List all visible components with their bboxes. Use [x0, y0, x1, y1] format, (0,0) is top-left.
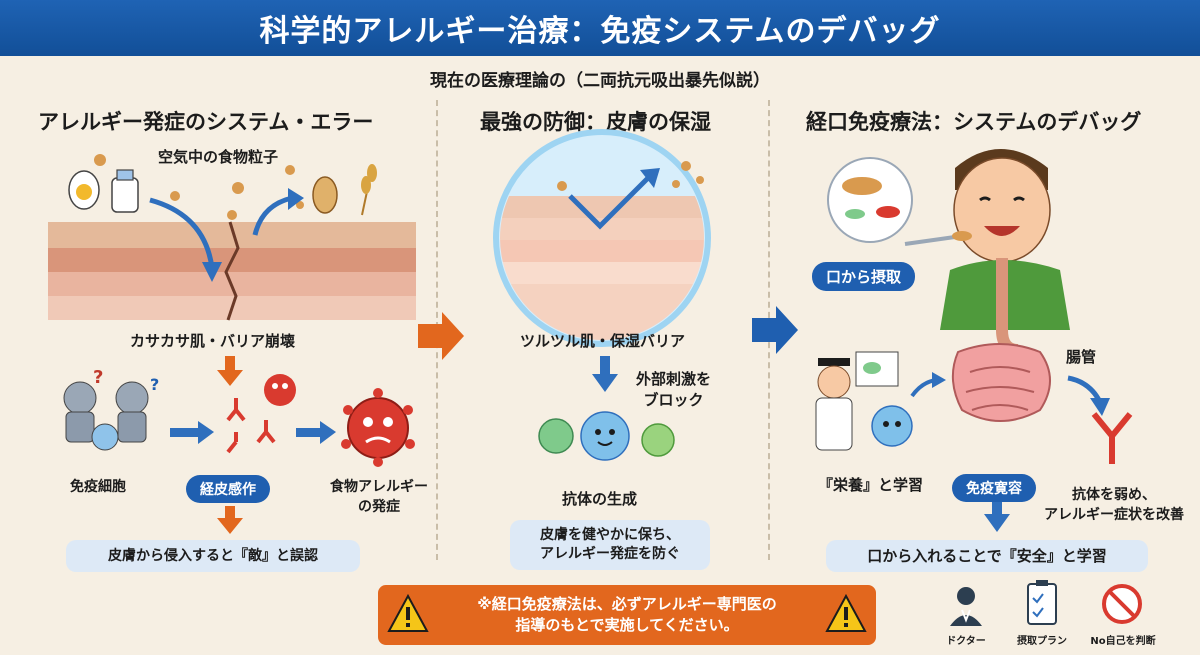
blue-arrow-2 [296, 421, 336, 444]
warning-banner: ※経口免疫療法は、必ずアレルギー専門医の 指導のもとで実施してください。 [378, 585, 876, 645]
arrow-out-of-skin [252, 195, 293, 236]
blue-arrow-1 [170, 421, 214, 444]
weakened-antibody-icon [1091, 412, 1133, 464]
repelled-particles [557, 161, 704, 191]
angry-virus-icon [341, 388, 415, 467]
peanut-icon [312, 176, 338, 214]
subtitle: 現在の医療理論の（二両抗元吸出暴先似説） [430, 71, 770, 91]
misrecognition-box: 皮膚から侵入すると『敵』と誤認 [66, 540, 360, 572]
no-self-judgment-icon [1102, 584, 1142, 624]
safe-learning-box: 口から入れることで『安全』と学習 [826, 540, 1148, 572]
small-virus-icon [264, 374, 296, 406]
intake-plan-label: 摂取プラン [1017, 636, 1067, 647]
chart-board-icon [855, 351, 899, 387]
immune-tolerance-pill: 免疫寛容 [952, 474, 1036, 502]
svg-text:?: ? [150, 375, 159, 394]
teacher-icon [815, 358, 853, 451]
orange-down-arrow-2 [217, 506, 243, 534]
milk-bottle-icon [111, 169, 139, 213]
antibody-cells-icon [538, 411, 675, 461]
intestine-icon [951, 343, 1051, 422]
percutaneous-sensitization-pill: 経皮感作 [186, 475, 270, 503]
doctor-icon [950, 587, 982, 626]
block-stimulus-label: 外部刺激を ブロック [636, 370, 712, 409]
clipboard-icon [1027, 580, 1057, 625]
moisture-barrier-bubble [493, 129, 711, 347]
warning-icon-right [825, 593, 867, 632]
air-particles-label: 空気中の食物粒子 [158, 148, 279, 166]
no-self-judgment-label: No自己を判断 [1090, 636, 1156, 647]
weaken-antibody-label: 抗体を弱め、 アレルギー症状を改善 [1044, 487, 1184, 523]
blue-down-arrow [592, 356, 618, 392]
intestine-label: 腸管 [1066, 348, 1097, 366]
antibody-generation-label: 抗体の生成 [562, 490, 638, 508]
food-bowl-bubble [827, 157, 913, 243]
title-bar: 科学的アレルギー治療：免疫システムのデバッグ [0, 0, 1200, 56]
dry-skin-label: カサカサ肌・バリア崩壊 [130, 332, 296, 350]
arrow-into-skin [149, 197, 215, 269]
allergy-onset-label: 食物アレルギー の発症 [330, 479, 428, 515]
svg-text:?: ? [93, 367, 103, 388]
deflect-arrow [568, 174, 652, 230]
immune-cells-label: 免疫細胞 [70, 479, 126, 495]
dry-skin-layers [48, 221, 416, 321]
doctor-label: ドクター [946, 636, 986, 647]
student-cell-icon [871, 405, 913, 447]
food-particles [94, 154, 304, 220]
wheat-icon [361, 164, 377, 216]
panel-arrow-blue [752, 306, 798, 354]
warning-icon-left [387, 593, 429, 632]
page-title: 科学的アレルギー治療：免疫システムのデバッグ [259, 14, 941, 49]
panel-arrow-orange [418, 312, 464, 360]
skin-health-box: 皮膚を健やかに保ち、 アレルギー発症を防ぐ [510, 520, 710, 570]
orange-down-arrow-1 [217, 356, 243, 386]
immune-cell-knights-icon: ? ? [63, 367, 159, 451]
egg-icon [68, 170, 100, 210]
nutrition-learning-label: 『栄養』と学習 [818, 476, 924, 494]
panel1-title: アレルギー発症のシステム・エラー [38, 110, 374, 134]
panel3-title: 経口免疫療法：システムのデバッグ [806, 110, 1142, 134]
blue-down-arrow-3 [984, 500, 1010, 532]
oral-intake-pill: 口から摂取 [812, 262, 916, 291]
smooth-skin-label: ツルツル肌・保湿バリア [520, 332, 686, 350]
warning-text: ※経口免疫療法は、必ずアレルギー専門医の 指導のもとで実施してください。 [477, 595, 777, 634]
antibodies-icon [226, 398, 276, 454]
